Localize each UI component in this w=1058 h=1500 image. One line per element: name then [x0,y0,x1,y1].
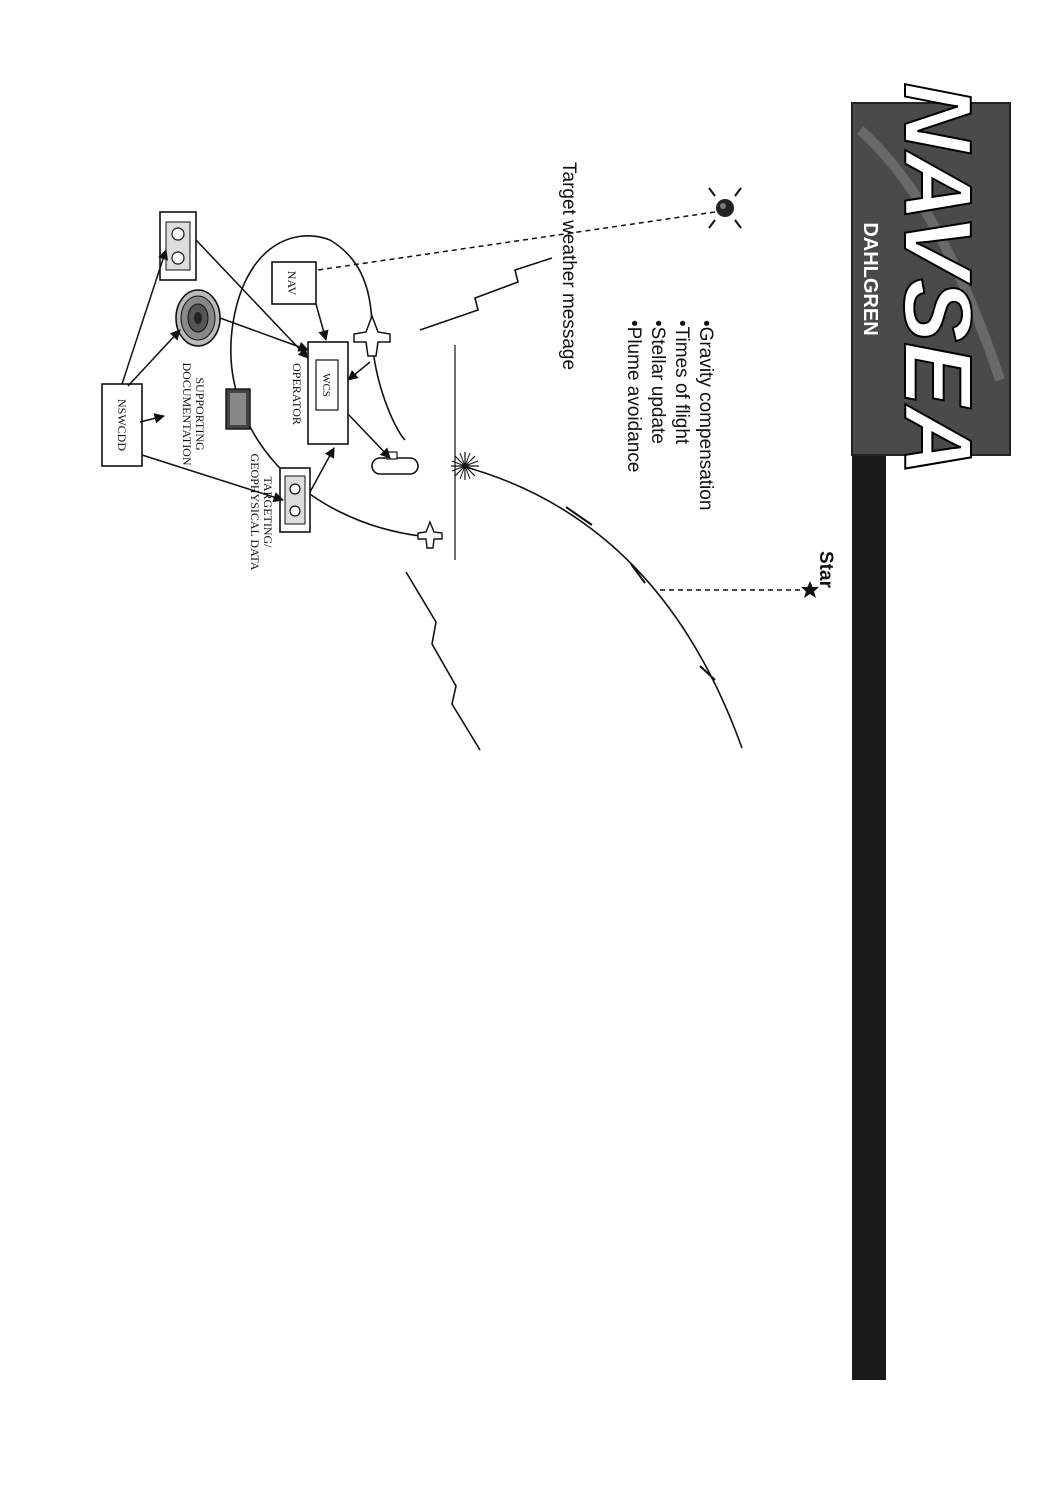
bullet-item: •Gravity compensation [695,320,716,510]
aircraft-icon [417,520,443,549]
manual-icon [225,388,251,430]
launch-burst-icon [451,452,479,480]
bullet-list: •Gravity compensation •Times of flight •… [623,320,716,510]
operator-label: OPERATOR [290,363,304,425]
bullet-item: •Stellar update [647,320,668,444]
supporting-label: SUPPORTING [193,377,207,451]
disk-pack-icon [175,289,221,347]
lightning-icon [405,571,481,751]
logo-subtitle: DAHLGREN [859,222,881,335]
banner-logo-panel [852,103,1010,455]
geophysical-label: GEOPHYSICAL DATA [248,454,262,571]
bullet-item: •Plume avoidance [623,320,644,472]
satellite-icon [708,187,742,229]
flow-arrows [121,239,391,503]
logo-text: NAVSEA [884,83,991,476]
aircraft-icon [353,313,391,357]
targeting-label: TARGETING/ [261,476,275,548]
bullet-item: •Times of flight [671,320,692,445]
documentation-label: DOCUMENTATION [180,362,194,465]
target-weather-label: Target weather message [558,162,579,370]
nswcdd-label: NSWCDD [115,399,129,451]
nav-label: NAV [285,271,299,296]
nswcdd-box [101,383,143,467]
tape-cartridge-icon [279,467,311,533]
star-label: Star [815,551,836,589]
trajectory-arc [461,465,743,749]
banner-bar [852,455,886,1380]
submarine-icon [371,451,419,475]
wcs-label: WCS [320,373,332,397]
lightning-icon [419,257,553,331]
nav-box [271,261,317,305]
tape-cartridge-icon [159,211,197,281]
star-icon [801,581,819,598]
